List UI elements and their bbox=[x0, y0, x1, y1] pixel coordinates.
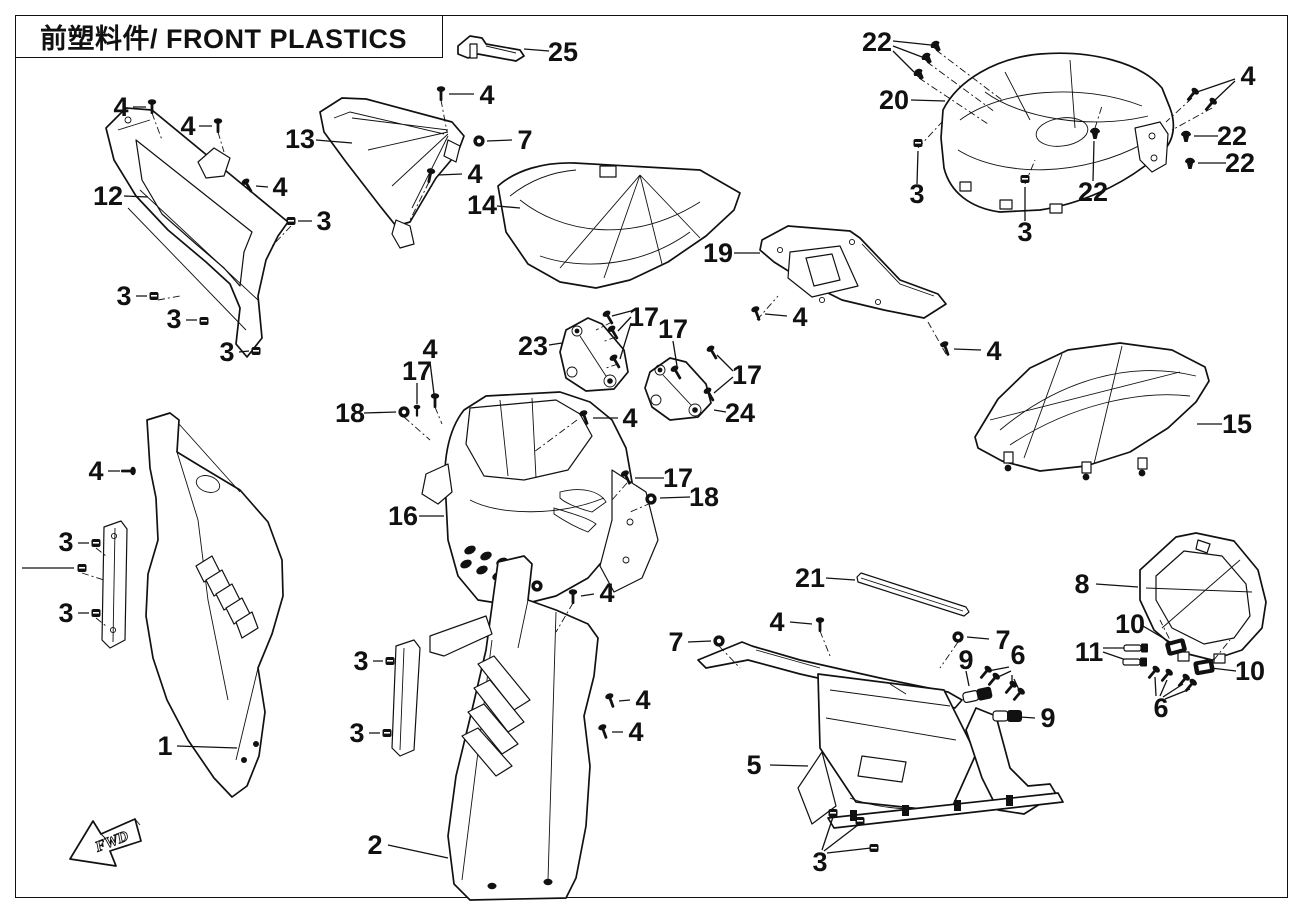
callout-label: 3 bbox=[166, 304, 181, 334]
part-16-headlight-mask-drawing bbox=[421, 391, 659, 607]
callout-label: 4 bbox=[1240, 61, 1255, 91]
callout-label: 21 bbox=[795, 563, 825, 593]
part-5-storage-box-assembly-drawing bbox=[697, 641, 1064, 829]
page-title: 前塑料件/ FRONT PLASTICS bbox=[40, 24, 407, 54]
callout-label: 12 bbox=[93, 181, 123, 211]
callout-label: 4 bbox=[622, 403, 637, 433]
callout-label: 4 bbox=[180, 111, 195, 141]
part-20-front-cover-drawing bbox=[940, 52, 1175, 214]
leader-lines bbox=[22, 40, 1237, 859]
page-border bbox=[15, 15, 1288, 898]
callout-label: 4 bbox=[272, 172, 287, 202]
callout-label: 6 bbox=[1153, 693, 1168, 723]
callout-label: 20 bbox=[879, 85, 909, 115]
callout-label: 1 bbox=[157, 731, 172, 761]
callout-label: 25 bbox=[548, 37, 578, 67]
callout-label: 23 bbox=[518, 331, 548, 361]
callout-label: 3 bbox=[353, 646, 368, 676]
callout-label: 5 bbox=[746, 750, 761, 780]
callout-label: 7 bbox=[668, 627, 683, 657]
callout-label: 10 bbox=[1235, 656, 1265, 686]
callout-label: 17 bbox=[402, 356, 432, 386]
part-25-small-bracket-drawing bbox=[457, 35, 525, 62]
callout-label: 4 bbox=[599, 578, 614, 608]
callout-label: 17 bbox=[732, 360, 762, 390]
callout-label: 9 bbox=[958, 645, 973, 675]
callout-label: 14 bbox=[467, 190, 497, 220]
callout-label: 3 bbox=[1017, 217, 1032, 247]
part-2-center-panel-drawing bbox=[391, 555, 599, 901]
part-15-side-panel-drawing bbox=[974, 342, 1210, 481]
callout-label: 4 bbox=[986, 336, 1001, 366]
callout-label: 18 bbox=[689, 482, 719, 512]
callout-label: 9 bbox=[1040, 703, 1055, 733]
callout-label: 4 bbox=[635, 685, 650, 715]
callout-label: 3 bbox=[812, 847, 827, 877]
fwd-direction-arrow: FWD bbox=[69, 818, 142, 867]
callout-label: 4 bbox=[422, 334, 437, 364]
callout-label: 15 bbox=[1222, 409, 1252, 439]
callout-label: 4 bbox=[467, 159, 482, 189]
callout-label: 4 bbox=[88, 456, 103, 486]
callout-label: 3 bbox=[58, 527, 73, 557]
part-19-center-vent-panel-drawing bbox=[759, 225, 947, 319]
callout-label: 22 bbox=[862, 27, 892, 57]
callout-label: 4 bbox=[769, 607, 784, 637]
part-23-bracket-drawing bbox=[559, 317, 629, 392]
callout-label: 3 bbox=[116, 281, 131, 311]
callout-label: 3 bbox=[349, 718, 364, 748]
part-13-corner-panel-drawing bbox=[319, 97, 465, 249]
callout-label: 8 bbox=[1074, 569, 1089, 599]
callout-label: 4 bbox=[792, 302, 807, 332]
callout-label: 10 bbox=[1115, 609, 1145, 639]
callout-label: 24 bbox=[725, 398, 755, 428]
callout-label: 17 bbox=[663, 463, 693, 493]
callout-label: 2 bbox=[367, 830, 382, 860]
callout-label: 6 bbox=[1010, 640, 1025, 670]
part-14-upper-shield-drawing bbox=[497, 162, 741, 289]
callout-label: 3 bbox=[219, 337, 234, 367]
part-8-bezel-drawing bbox=[1139, 532, 1267, 664]
callout-label: 22 bbox=[1078, 177, 1108, 207]
callout-label: 22 bbox=[1225, 148, 1255, 178]
callout-label: 3 bbox=[316, 206, 331, 236]
callout-label: 4 bbox=[113, 92, 128, 122]
callout-label: 17 bbox=[658, 314, 688, 344]
callout-label: 4 bbox=[628, 717, 643, 747]
callout-label: 3 bbox=[909, 179, 924, 209]
callout-label: 17 bbox=[629, 302, 659, 332]
callout-labels: 4 4 12 4 3 3 3 3 13 25 4 7 4 14 22 20 4 … bbox=[58, 27, 1265, 877]
callout-label: 7 bbox=[995, 625, 1010, 655]
callout-label: 7 bbox=[517, 125, 532, 155]
part-24-bracket-drawing bbox=[644, 357, 712, 421]
callout-label: 19 bbox=[703, 238, 733, 268]
part-1-inner-fender-drawing bbox=[101, 412, 284, 798]
title-box: 前塑料件/ FRONT PLASTICS bbox=[15, 15, 443, 58]
callout-label: 4 bbox=[479, 80, 494, 110]
callout-label: 11 bbox=[1075, 637, 1104, 667]
callout-label: 3 bbox=[58, 598, 73, 628]
callout-label: 22 bbox=[1217, 121, 1247, 151]
part-12-side-frame-drawing bbox=[105, 107, 289, 358]
callout-label: 16 bbox=[388, 501, 418, 531]
callout-label: 13 bbox=[285, 124, 315, 154]
callout-label: 18 bbox=[335, 398, 365, 428]
part-21-trim-strip-drawing bbox=[856, 572, 970, 617]
